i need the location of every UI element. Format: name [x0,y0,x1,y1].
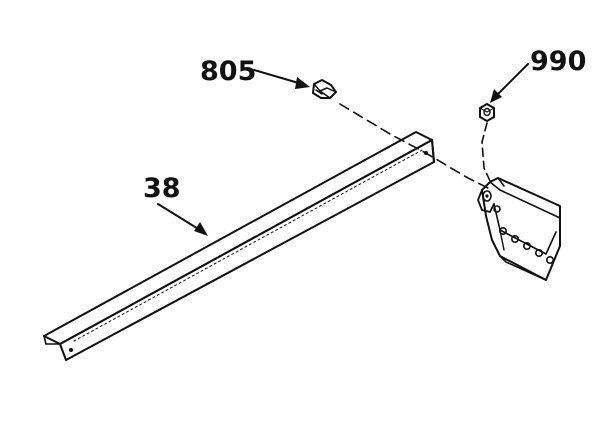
leader-arrow-38 [157,203,208,236]
leader-arrow-805 [253,69,310,89]
side-bracket [477,177,561,281]
rail-38 [43,131,435,361]
callout-990-label: 990 [530,46,586,77]
assembly-dashed-line [339,103,492,189]
leader-arrow-990 [490,63,529,103]
bolt-805 [312,79,337,99]
callout-805-label: 805 [200,56,256,87]
nut-990 [479,103,495,122]
callout-38-label: 38 [143,173,181,204]
